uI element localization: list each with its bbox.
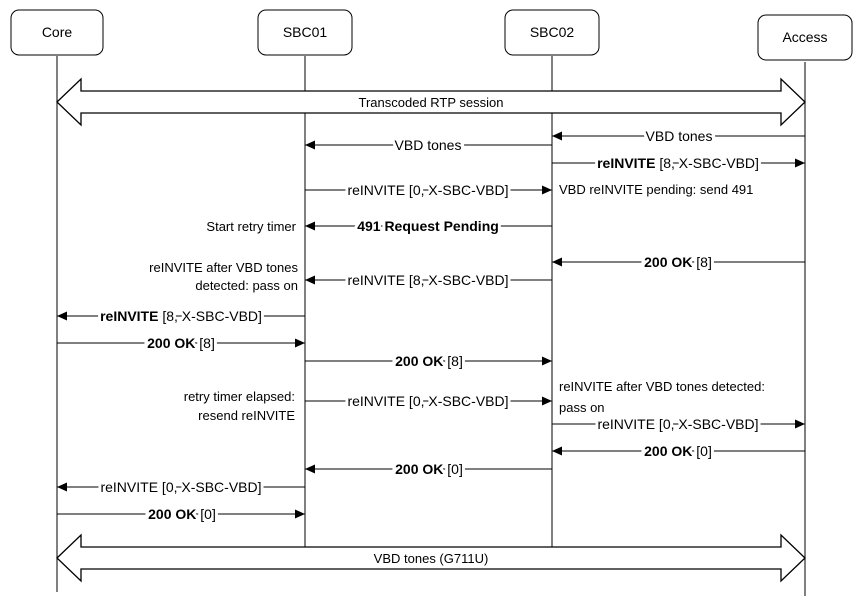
message-m3-text: [8, X-SBC-VBD] [655,155,758,171]
session-label-transcoded-rtp: Transcoded RTP session [359,95,504,110]
svg-text:VBD tones: VBD tones [646,128,713,144]
message-m10-text: [8] [443,353,462,369]
message-m5-491-request-pending: 491 Request Pending [305,215,552,237]
message-m4-reinvite-0: reINVITE [0, X-SBC-VBD] [305,179,552,201]
message-m6-text: [8] [692,254,711,270]
participant-core-label: Core [42,24,73,40]
message-m8-reinvite-8: reINVITE [8, X-SBC-VBD] [57,305,305,327]
message-m12-text: reINVITE [0, X-SBC-VBD] [597,416,758,432]
message-m2-vbd-tones: VBD tones [305,134,552,156]
message-m6-bold: 200 OK [644,254,692,270]
session-label-vbd-tones: VBD tones (G711U) [374,551,489,566]
participant-access: Access [757,14,853,61]
message-m2-text: VBD tones [395,137,462,153]
svg-text:200 OK [8]: 200 OK [8] [147,335,215,351]
svg-text:reINVITE [0, X-SBC-VBD]: reINVITE [0, X-SBC-VBD] [347,182,508,198]
message-m11-reinvite-0: reINVITE [0, X-SBC-VBD] [305,390,552,412]
svg-text:VBD tones: VBD tones [395,137,462,153]
message-m6-200-ok-8: 200 OK [8] [552,251,805,273]
message-m15-text: reINVITE [0, X-SBC-VBD] [100,479,261,495]
message-m1-text: VBD tones [646,128,713,144]
message-m12-reinvite-0: reINVITE [0, X-SBC-VBD] [552,413,805,435]
svg-text:200 OK [8]: 200 OK [8] [395,353,463,369]
message-m11-text: reINVITE [0, X-SBC-VBD] [347,393,508,409]
message-m7-text: reINVITE [8, X-SBC-VBD] [347,272,508,288]
message-m10-200-ok-8: 200 OK [8] [305,350,552,372]
message-m15-reinvite-0: reINVITE [0, X-SBC-VBD] [57,476,305,498]
svg-text:200 OK [0]: 200 OK [0] [644,443,712,459]
message-m9-200-ok-8: 200 OK [8] [57,332,305,354]
svg-text:200 OK [8]: 200 OK [8] [644,254,712,270]
message-m9-bold: 200 OK [147,335,195,351]
message-m16-bold: 200 OK [148,506,196,522]
message-m13-200-ok-0: 200 OK [0] [552,440,805,462]
session-arrow-vbd-tones: VBD tones (G711U) [56,533,806,583]
note-pass-on-line-2: detected: pass on [195,278,298,293]
message-m14-bold: 200 OK [395,461,443,477]
svg-text:reINVITE [0, X-SBC-VBD]: reINVITE [0, X-SBC-VBD] [100,479,261,495]
svg-text:200 OK [0]: 200 OK [0] [148,506,216,522]
message-m9-text: [8] [195,335,214,351]
note-retry-elapsed-line-2: resend reINVITE [198,408,295,423]
svg-text:200 OK [0]: 200 OK [0] [395,461,463,477]
svg-text:reINVITE [8, X-SBC-VBD]: reINVITE [8, X-SBC-VBD] [597,155,759,171]
message-m1-vbd-tones: VBD tones [552,125,805,147]
svg-text:reINVITE [0, X-SBC-VBD]: reINVITE [0, X-SBC-VBD] [347,393,508,409]
note-start-retry-timer: Start retry timer [206,219,296,234]
note-pass-on-line-1: reINVITE after VBD tones [149,260,298,275]
message-m10-bold: 200 OK [395,353,443,369]
message-m7-reinvite-8: reINVITE [8, X-SBC-VBD] [305,269,552,291]
svg-text:reINVITE [8, X-SBC-VBD]: reINVITE [8, X-SBC-VBD] [100,308,262,324]
participant-access-label: Access [782,29,827,45]
participant-sbc02-label: SBC02 [530,24,575,40]
message-m13-bold: 200 OK [644,443,692,459]
message-m14-text: [0] [443,461,462,477]
participant-core: Core [10,9,104,56]
message-m16-text: [0] [196,506,215,522]
participant-sbc02: SBC02 [504,9,600,56]
note-retry-elapsed-line-1: retry timer elapsed: [184,389,295,404]
session-arrow-transcoded-rtp: Transcoded RTP session [56,77,806,127]
message-m8-bold: reINVITE [100,308,158,324]
message-m4-text: reINVITE [0, X-SBC-VBD] [347,182,508,198]
message-m3-reinvite-8: reINVITE [8, X-SBC-VBD] [552,152,805,174]
note-sbc02-pass-on-line-1: reINVITE after VBD tones detected: [559,379,765,394]
message-m16-200-ok-0: 200 OK [0] [57,503,305,525]
participant-sbc01-label: SBC01 [283,24,328,40]
svg-text:491 Request Pending: 491 Request Pending [357,218,499,234]
svg-text:reINVITE [8, X-SBC-VBD]: reINVITE [8, X-SBC-VBD] [347,272,508,288]
message-m13-text: [0] [692,443,711,459]
participant-sbc01: SBC01 [257,9,353,56]
message-m8-text: [8, X-SBC-VBD] [158,308,261,324]
note-send-491: VBD reINVITE pending: send 491 [559,182,753,197]
message-m5-bold: 491 Request Pending [357,218,499,234]
svg-text:reINVITE [0, X-SBC-VBD]: reINVITE [0, X-SBC-VBD] [597,416,758,432]
message-m14-200-ok-0: 200 OK [0] [305,458,552,480]
note-sbc02-pass-on-line-2: pass on [559,400,605,415]
message-m3-bold: reINVITE [597,155,655,171]
